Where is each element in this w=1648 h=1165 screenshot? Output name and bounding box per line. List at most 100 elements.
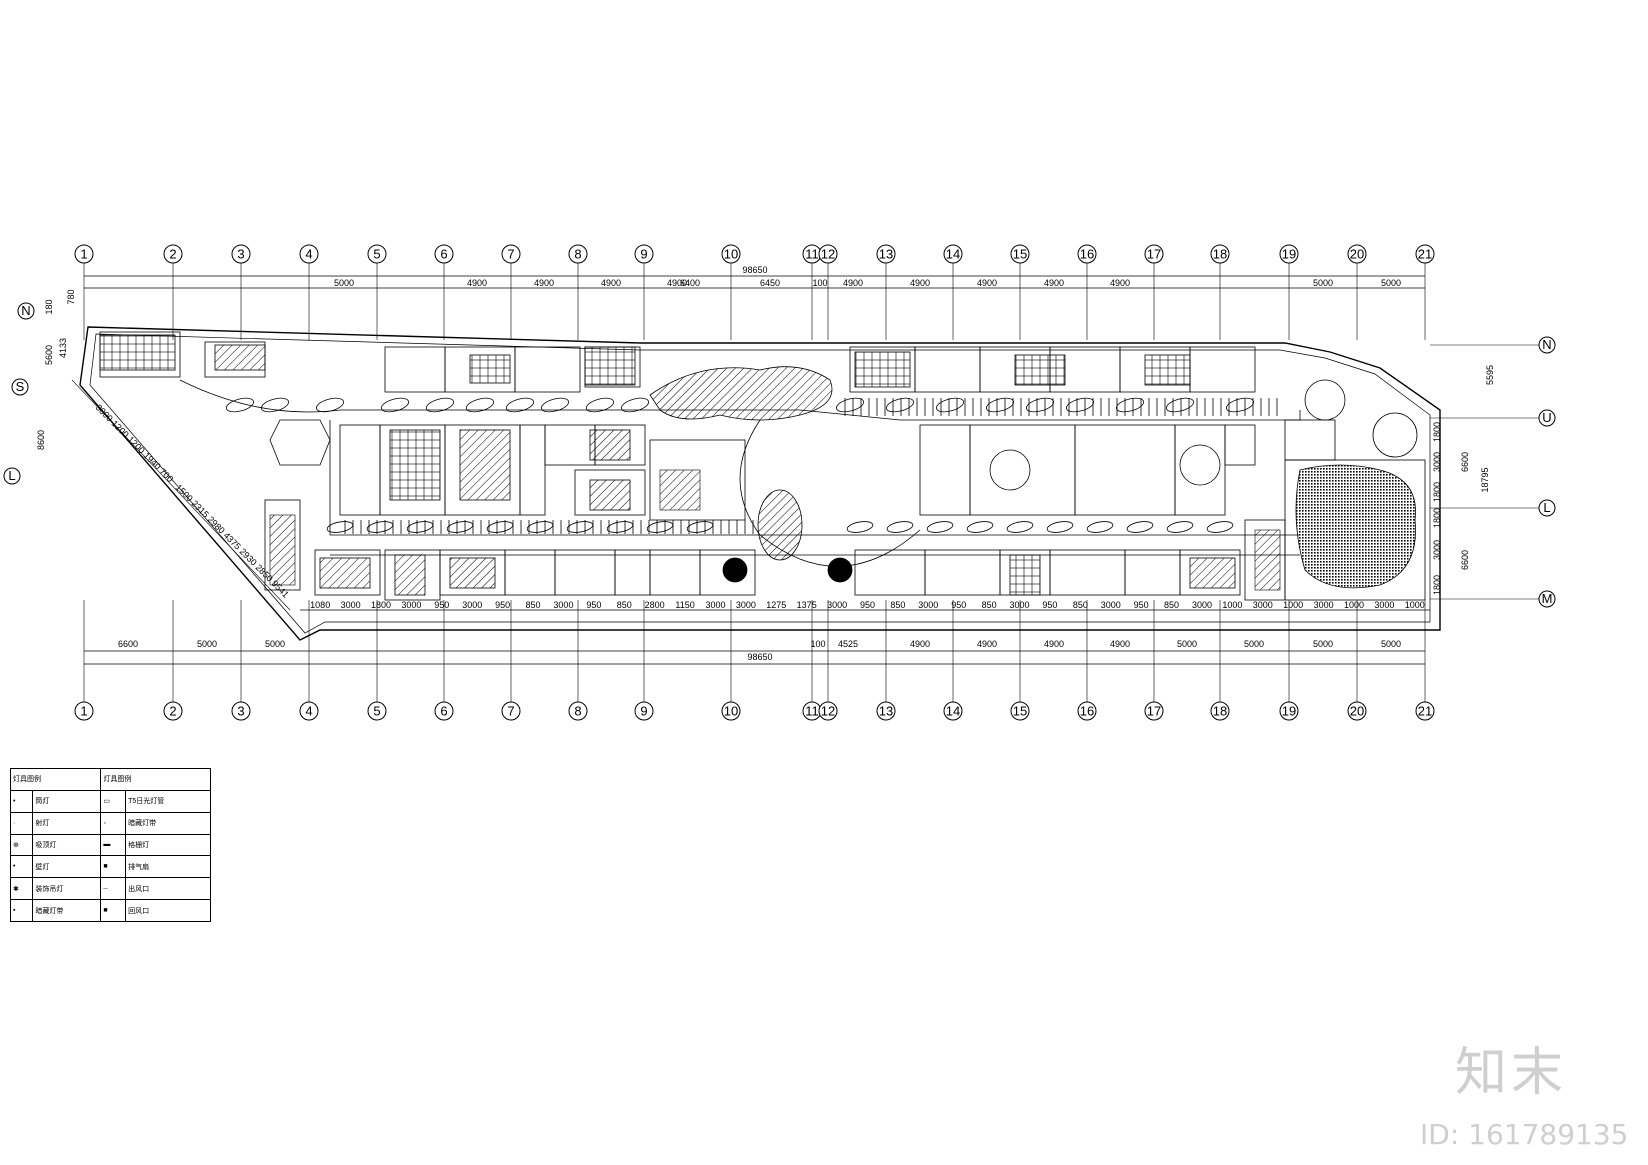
grid-bubble-label: 2 <box>169 247 176 262</box>
bottom-dimension: 4900 <box>910 639 930 649</box>
legend-header-right: 灯具图例 <box>100 768 211 791</box>
overall-dimension: 98650 <box>747 652 772 662</box>
grid-bubble-label: 9 <box>640 247 647 262</box>
corridor-light <box>526 521 554 533</box>
grid-bubble-label: 21 <box>1418 247 1432 262</box>
grid-bubble-label: 1 <box>80 247 87 262</box>
corridor-light <box>1086 521 1114 533</box>
grid-bubble-label: 7 <box>507 704 514 719</box>
bottom-dimension: 950 <box>951 600 966 610</box>
corridor-light <box>446 521 474 533</box>
top-dimension: 5000 <box>1381 278 1401 288</box>
bottom-dimension: 850 <box>617 600 632 610</box>
grid-bubble-label: 17 <box>1147 247 1161 262</box>
grid-bubble-label: 3 <box>237 704 244 719</box>
corridor-light <box>540 397 570 413</box>
bottom-dimension: 1275 <box>766 600 786 610</box>
legend-label: 暗藏灯带 <box>32 899 102 922</box>
legend-label: 格栅灯 <box>125 833 211 857</box>
legend-symbol: ⊕ <box>9 833 34 857</box>
top-dimension: 5000 <box>334 278 354 288</box>
right-dimension: 1800 <box>1432 508 1442 528</box>
watermark-logo: 知末 <box>1455 1043 1568 1103</box>
grid-bubble-label: 19 <box>1282 704 1296 719</box>
corridor-light <box>966 521 994 533</box>
legend-symbol: ■ <box>100 855 127 879</box>
grid-bubble-label: 6 <box>440 247 447 262</box>
corridor-light <box>885 397 915 413</box>
grid-bubble-label: 5 <box>373 704 380 719</box>
corridor-light <box>315 397 345 413</box>
corridor-light <box>380 397 410 413</box>
bottom-dimension: 4900 <box>977 639 997 649</box>
top-dimension: 4900 <box>601 278 621 288</box>
corridor-lights <box>225 397 1278 534</box>
bottom-dimension: 4525 <box>838 639 858 649</box>
bottom-dimension: 6600 <box>118 639 138 649</box>
corridor-light <box>926 521 954 533</box>
diagonal-dimension: 1200 <box>110 418 131 439</box>
legend-label: 排气扇 <box>125 855 211 879</box>
corridor-light <box>406 521 434 533</box>
top-dimension: 4900 <box>1110 278 1130 288</box>
grid-bubble-label: 15 <box>1013 704 1027 719</box>
legend-label: 装饰吊灯 <box>32 877 102 901</box>
bottom-dimension: 5000 <box>1177 639 1197 649</box>
grid-bubble-label: 10 <box>724 704 738 719</box>
grid-bubble-label: 13 <box>879 704 893 719</box>
legend-symbol: ✱ <box>9 877 34 901</box>
bottom-dimension: 5000 <box>1381 639 1401 649</box>
bottom-dimension: 4900 <box>1110 639 1130 649</box>
bottom-dimension: 2800 <box>645 600 665 610</box>
corridor-light <box>620 397 650 413</box>
corridor-light <box>465 397 495 413</box>
legend-label: 暗藏灯带 <box>125 811 211 835</box>
bottom-dimension: 3000 <box>1010 600 1030 610</box>
corridor-light <box>846 521 874 533</box>
bottom-dimension: 5000 <box>1244 639 1264 649</box>
bottom-dimension: 1000 <box>1222 600 1242 610</box>
grid-bubble-label: 1 <box>80 704 87 719</box>
left-dimension: 4133 <box>58 338 68 358</box>
grid-bubble-side-label: U <box>1542 410 1551 425</box>
legend-header-row: 灯具图例 灯具图例 <box>9 768 211 791</box>
ceiling-panels <box>99 334 1418 596</box>
corridor-light <box>260 397 290 413</box>
corridor-light <box>225 397 255 413</box>
grid-bubble-label: 11 <box>805 247 819 262</box>
grid-bubble-label: 11 <box>805 704 819 719</box>
grid-bubble-side-label: L <box>8 468 15 483</box>
lighting-legend-table: 灯具图例 灯具图例 • 筒灯 ▭ T5日光灯管 · 射灯 ◦ 暗藏灯带 ⊕ 吸顶… <box>9 768 211 922</box>
top-dimension: 4900 <box>667 278 687 288</box>
legend-label: T5日光灯管 <box>125 789 211 813</box>
corridor-light <box>835 397 865 413</box>
legend-label: 吸顶灯 <box>32 833 102 857</box>
legend-header-left: 灯具图例 <box>9 768 102 791</box>
grid-bubble-side-label: M <box>1542 591 1553 606</box>
legend-row: ⊕ 吸顶灯 ▬ 格栅灯 <box>9 833 211 857</box>
grid-bubble-label: 14 <box>946 247 960 262</box>
legend-symbol: • <box>9 789 34 813</box>
corridor-light <box>646 521 674 533</box>
corridor-light <box>686 521 714 533</box>
legend-row: ▪ 暗藏灯带 ■ 回风口 <box>9 899 211 922</box>
grid-bubble-label: 10 <box>724 247 738 262</box>
bottom-dimension: 3000 <box>1314 600 1334 610</box>
grid-bubble-side-label: N <box>1542 337 1551 352</box>
bottom-dimension: 3000 <box>401 600 421 610</box>
corridor-light <box>1115 397 1145 413</box>
right-dimension: 3000 <box>1432 452 1442 472</box>
left-dimension: 8600 <box>36 430 46 450</box>
bottom-dimension: 3000 <box>918 600 938 610</box>
corridor-light <box>1225 397 1255 413</box>
grid-bubble-label: 7 <box>507 247 514 262</box>
grid-bubble-label: 4 <box>305 704 312 719</box>
grid-bubble-label: 21 <box>1418 704 1432 719</box>
corridor-light <box>425 397 455 413</box>
bottom-dimension: 3000 <box>1253 600 1273 610</box>
bottom-dimension: 1080 <box>310 600 330 610</box>
grid-bubble-side-label: L <box>1543 500 1550 515</box>
bottom-dimension: 850 <box>1164 600 1179 610</box>
